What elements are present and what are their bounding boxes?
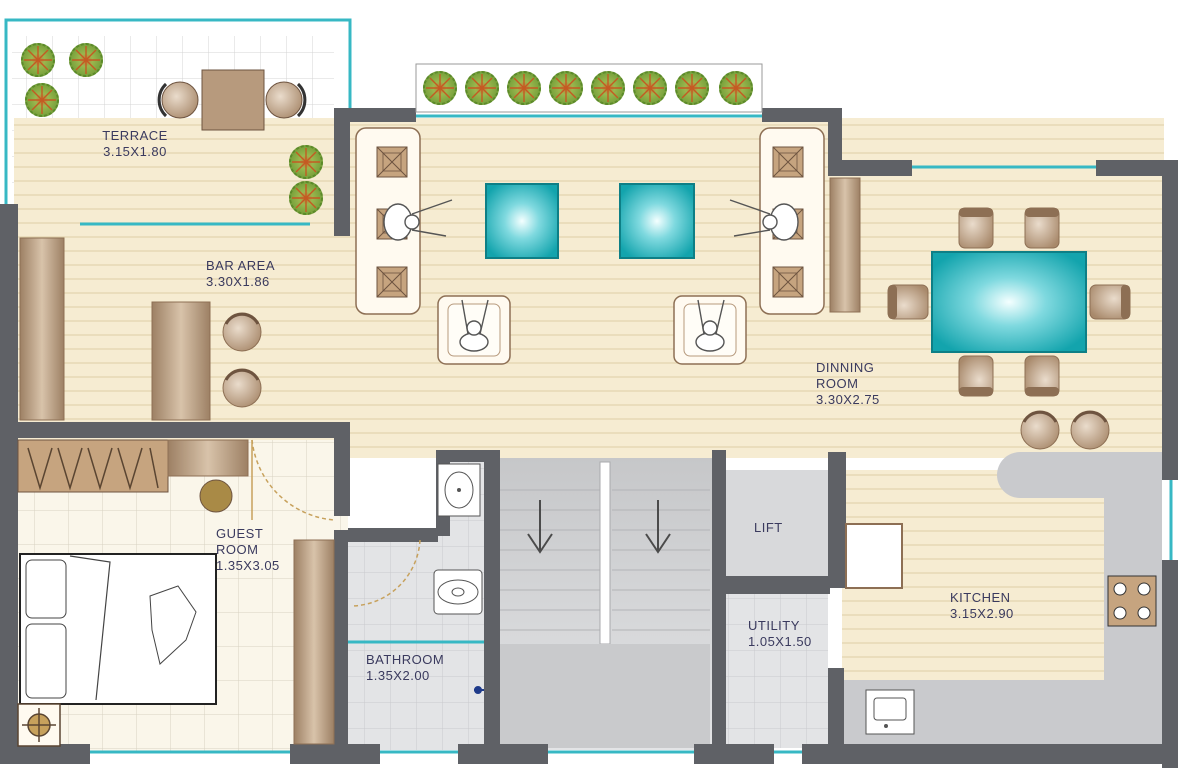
wash-basin [437, 463, 481, 517]
stair-landing [500, 644, 710, 748]
room-name: GUEST [216, 526, 264, 541]
kitchen-trolley [845, 523, 903, 589]
room-name: BATHROOM [366, 652, 445, 667]
hob-icon [1107, 575, 1157, 627]
room-name: ROOM [216, 542, 259, 557]
plant-icon [632, 70, 668, 106]
plant-icon [20, 42, 56, 78]
stair-arrow-down-icon [527, 500, 671, 554]
bar-area-label: BAR AREA 3.30X1.86 [206, 258, 275, 290]
compass-icon [17, 703, 61, 747]
bar-stool-icon [221, 311, 263, 353]
stair-treads [500, 489, 710, 631]
tv-unit [293, 539, 335, 745]
living-floor [350, 118, 830, 458]
terrace-label: TERRACE 3.15X1.80 [90, 128, 180, 160]
door-swing [251, 439, 421, 607]
dining-table [931, 251, 1087, 353]
room-name: KITCHEN [950, 590, 1011, 605]
room-name: BAR AREA [206, 258, 276, 273]
lift-label: LIFT [754, 520, 783, 536]
wardrobe [17, 439, 249, 493]
plant-icon [422, 70, 458, 106]
plant-icon [24, 82, 60, 118]
plant-icon [590, 70, 626, 106]
lift-floor [724, 470, 828, 578]
side-table [199, 479, 233, 513]
room-size: 3.15X2.90 [950, 606, 1014, 621]
room-name: ROOM [816, 376, 859, 391]
room-size: 3.30X1.86 [206, 274, 270, 289]
plant-icon [506, 70, 542, 106]
coffee-table [485, 183, 559, 259]
stair-divider [599, 461, 611, 645]
windows [4, 18, 1173, 754]
shower-icon [474, 686, 484, 694]
plant-icon [288, 180, 324, 216]
coffee-table [619, 183, 695, 259]
room-name: DINNING [816, 360, 875, 375]
plant-icon [548, 70, 584, 106]
dining-chair-icon [958, 207, 994, 249]
plant-icon [674, 70, 710, 106]
dining-chair-icon [1024, 207, 1060, 249]
plant-icon [464, 70, 500, 106]
room-name: LIFT [754, 520, 783, 535]
kitchen-label: KITCHEN 3.15X2.90 [950, 590, 1014, 622]
room-size: 3.15X1.80 [103, 144, 167, 159]
bar-stool-icon [1069, 409, 1111, 451]
bar-counter [151, 301, 211, 421]
dinning-room-label: DINNING ROOM 3.30X2.75 [816, 360, 880, 408]
bathroom-label: BATHROOM 1.35X2.00 [366, 652, 444, 684]
armchair-icon [673, 295, 747, 365]
walls [0, 108, 1178, 768]
terrace-table [201, 69, 265, 131]
room-size: 1.35X3.05 [216, 558, 280, 573]
dining-sideboard [829, 177, 861, 313]
room-size: 1.35X2.00 [366, 668, 430, 683]
room-name: UTILITY [748, 618, 800, 633]
seated-figure-icon [383, 199, 799, 241]
room-size: 3.30X2.75 [816, 392, 880, 407]
plant-icon [288, 144, 324, 180]
armchair-icon [437, 295, 511, 365]
utility-label: UTILITY 1.05X1.50 [748, 618, 812, 650]
utility-floor [724, 592, 828, 748]
bar-stool-icon [1019, 409, 1061, 451]
toilet-icon [433, 569, 483, 615]
bar-shelf [19, 237, 65, 421]
room-size: 1.05X1.50 [748, 634, 812, 649]
guest-room-label: GUEST ROOM 1.35X3.05 [216, 526, 280, 574]
bed [19, 553, 217, 705]
bar-stool-icon [221, 367, 263, 409]
room-name: TERRACE [102, 128, 168, 143]
plant-icon [68, 42, 104, 78]
terrace-chair [157, 81, 307, 119]
plant-icon [718, 70, 754, 106]
kitchen-sink [865, 689, 915, 735]
